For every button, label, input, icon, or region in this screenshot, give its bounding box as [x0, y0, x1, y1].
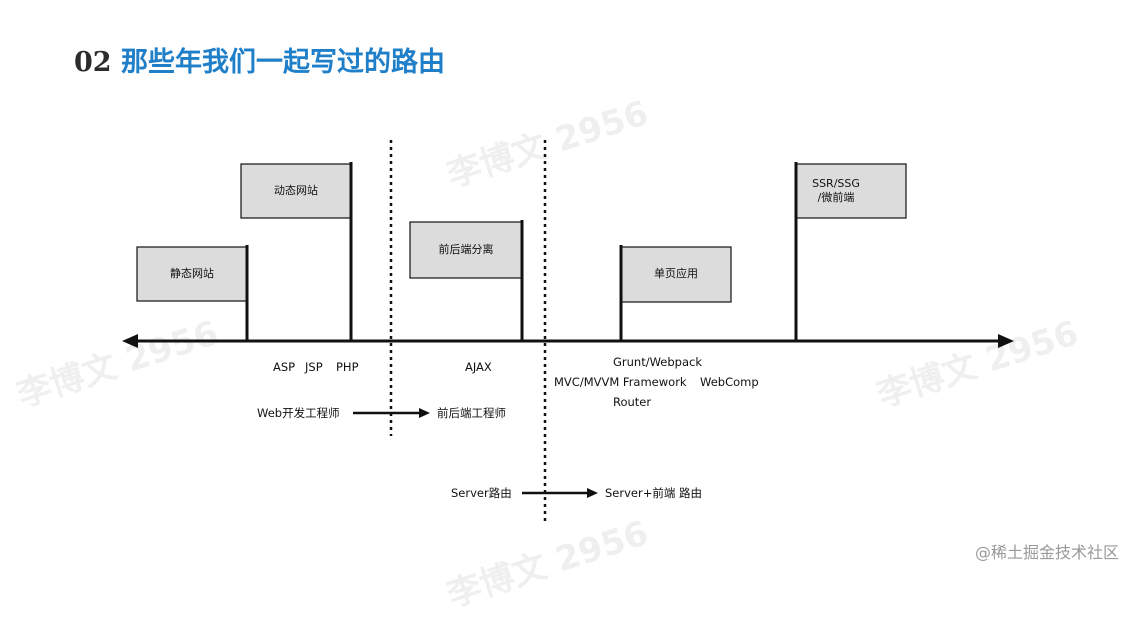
- slide-number: 02: [74, 47, 112, 78]
- footer-watermark: @稀土掘金技术社区: [974, 543, 1119, 562]
- role-label-fe-be-engineer: 前后端工程师: [437, 406, 506, 420]
- flag-label-spa: 单页应用: [654, 267, 698, 280]
- flag-label-ssr-line1: SSR/SSG: [812, 177, 860, 190]
- flag-label-static-site: 静态网站: [170, 267, 214, 280]
- flag-label-ssr-line2: /微前端: [817, 191, 855, 204]
- timeline-arrow-left: [122, 334, 138, 348]
- routing-label-server-frontend: Server+前端 路由: [605, 486, 703, 500]
- flag-box-ssr: [795, 163, 907, 219]
- routing-arrow-head: [587, 488, 598, 498]
- tech-label-grunt-webpack: Grunt/Webpack: [613, 355, 703, 369]
- timeline-diagram: [122, 140, 1014, 522]
- flag-label-dynamic-site: 动态网站: [274, 184, 318, 197]
- tech-label-jsp: JSP: [305, 360, 323, 374]
- tech-label-asp: ASP: [273, 360, 296, 374]
- role-label-web-engineer: Web开发工程师: [257, 406, 340, 420]
- flag-box-spa: [620, 246, 732, 303]
- slide-heading: 那些年我们一起写过的路由: [120, 47, 445, 78]
- routing-label-server: Server路由: [451, 486, 512, 500]
- tech-label-webcomp: WebComp: [700, 375, 759, 389]
- slide-title: 02 那些年我们一起写过的路由: [74, 40, 445, 79]
- tech-label-mvc-mvvm: MVC/MVVM Framework: [554, 375, 687, 389]
- flag-label-ssr: SSR/SSG /微前端: [796, 177, 876, 205]
- tech-label-ajax: AJAX: [465, 360, 492, 374]
- flag-label-frontend-backend-split: 前后端分离: [438, 243, 494, 256]
- tech-label-php: PHP: [336, 360, 359, 374]
- flag-box-static-site: [136, 246, 248, 302]
- role-arrow-head: [419, 408, 430, 418]
- tech-label-router: Router: [613, 395, 652, 409]
- timeline-arrow-right: [998, 334, 1014, 348]
